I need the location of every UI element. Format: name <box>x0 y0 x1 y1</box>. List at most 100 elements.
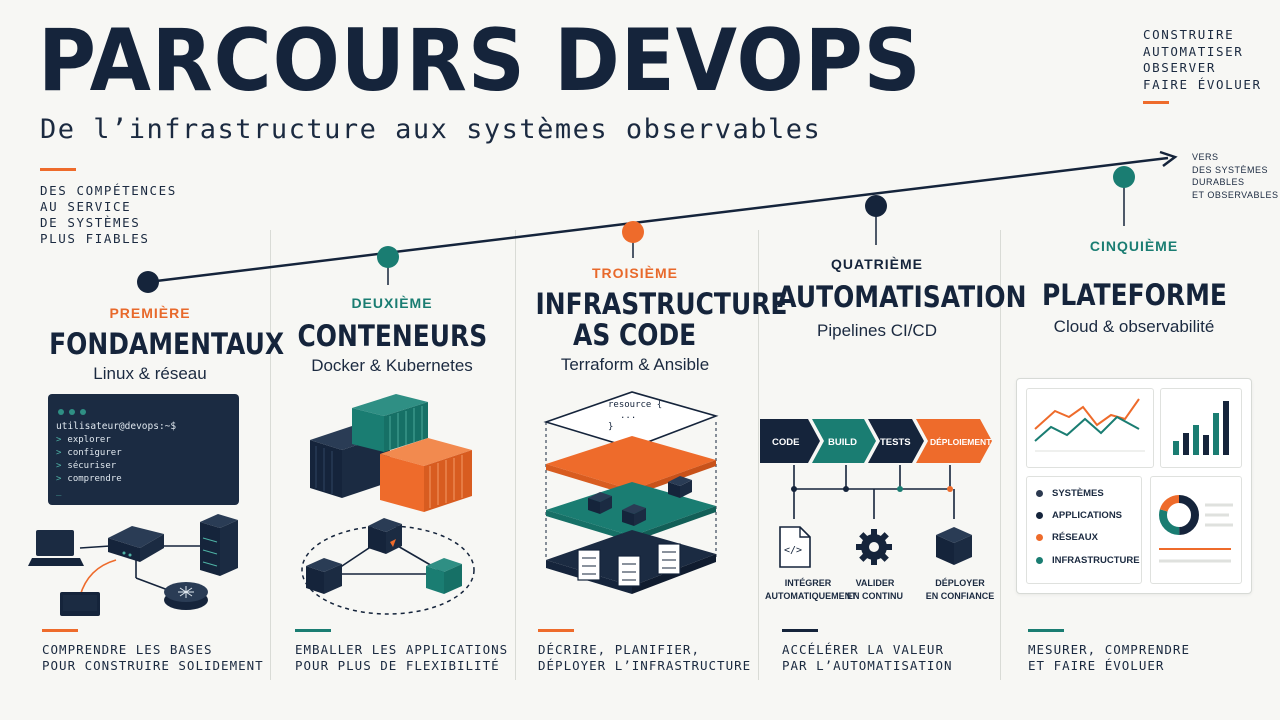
step-label-line: VALIDER <box>855 578 895 588</box>
stage-5-description: MESURER, COMPRENDRE ET FAIRE ÉVOLUER <box>1028 642 1190 674</box>
page-title: PARCOURS DEVOPS <box>38 11 922 111</box>
stage-4-description: ACCÉLÉRER LA VALEUR PAR L’AUTOMATISATION <box>782 642 953 674</box>
cube-icon <box>936 527 972 565</box>
donut-chart-icon <box>1159 495 1233 563</box>
motto-accent <box>1143 101 1169 104</box>
legend-card <box>1026 476 1142 584</box>
line-chart-icon <box>1034 398 1145 452</box>
router-icon <box>164 582 208 610</box>
kubernetes-cluster-icon <box>301 518 475 615</box>
motto: CONSTRUIRE AUTOMATISER OBSERVER FAIRE ÉV… <box>1143 27 1262 93</box>
terminal-command: >sécuriser <box>56 461 117 471</box>
terminal-window: utilisateur@devops:~$ >explorer >configu… <box>48 394 239 505</box>
stage-accent <box>1028 629 1064 632</box>
pipeline-step-label: VALIDER EN CONTINU <box>840 577 910 603</box>
timeline-line <box>147 156 1169 284</box>
stage-subtitle: Cloud & observabilité <box>1053 317 1215 336</box>
timeline-node-5 <box>1113 166 1135 188</box>
stage-accent <box>538 629 574 632</box>
stage-5-header: CINQUIÈME PLATEFORME Cloud & observabili… <box>1014 238 1254 337</box>
arrow-note-line: DURABLES <box>1192 177 1245 187</box>
network-switch-icon <box>108 526 164 562</box>
description-line: ET FAIRE ÉVOLUER <box>1028 658 1165 673</box>
stage-title-line: AS CODE <box>573 318 697 352</box>
gear-icon <box>856 529 892 565</box>
stage-title: PLATEFORME <box>1041 278 1227 312</box>
tagline-line: DES COMPÉTENCES <box>40 183 177 198</box>
code-line: ... <box>620 411 636 421</box>
column-divider <box>758 230 759 680</box>
pipeline-step-code <box>760 419 820 463</box>
stage-ordinal: TROISIÈME <box>591 265 678 281</box>
arrow-note: VERS DES SYSTÈMES DURABLES ET OBSERVABLE… <box>1192 151 1279 201</box>
legend-item: APPLICATIONS <box>1036 510 1122 521</box>
terminal-command: >configurer <box>56 448 122 458</box>
description-line: MESURER, COMPRENDRE <box>1028 642 1190 657</box>
stage-ordinal: QUATRIÈME <box>831 256 923 272</box>
legend-item: SYSTÈMES <box>1036 488 1104 499</box>
stage-ordinal: CINQUIÈME <box>1089 238 1179 254</box>
timeline-node-4 <box>865 195 887 217</box>
motto-line: FAIRE ÉVOLUER <box>1143 76 1262 92</box>
step-label-line: DÉPLOYER <box>935 578 985 588</box>
terminal-prompt: utilisateur@devops:~$ <box>56 421 177 432</box>
bar-chart-icon <box>1173 401 1229 455</box>
page-subtitle: De l’infrastructure aux systèmes observa… <box>40 114 822 145</box>
stage-1-header: PREMIÈRE FONDAMENTAUX Linux & réseau <box>30 305 284 384</box>
server-icon <box>588 476 692 526</box>
pipeline-label: TESTS <box>880 437 911 448</box>
terminal-command: >explorer <box>56 435 111 445</box>
timeline-node-1 <box>137 271 159 293</box>
pipeline-label: BUILD <box>828 437 857 448</box>
code-line: } <box>608 422 613 432</box>
code-line: resource { <box>608 400 662 410</box>
pipeline-label: CODE <box>772 437 799 448</box>
stage-subtitle: Terraform & Ansible <box>560 355 710 374</box>
description-line: POUR PLUS DE FLEXIBILITÉ <box>295 658 500 673</box>
accent-divider <box>40 168 76 171</box>
bar-chart-card <box>1160 388 1242 468</box>
pipeline-step-build <box>812 419 876 463</box>
arrow-note-line: DES SYSTÈMES <box>1192 164 1269 175</box>
column-divider <box>515 230 516 680</box>
layered-infrastructure-icon: resource { ... } <box>543 391 719 594</box>
step-label-line: EN CONTINU <box>847 591 903 601</box>
terminal-command: >comprendre <box>56 474 122 484</box>
description-line: PAR L’AUTOMATISATION <box>782 658 953 673</box>
terminal-cursor: _ <box>56 487 62 497</box>
tagline-line: DE SYSTÈMES <box>40 215 141 230</box>
stage-4-header: QUATRIÈME AUTOMATISATION Pipelines CI/CD <box>757 256 1026 341</box>
description-line: COMPRENDRE LES BASES <box>42 642 213 657</box>
pipeline-step-tests <box>868 419 924 463</box>
column-divider <box>1000 230 1001 680</box>
motto-line: OBSERVER <box>1143 60 1217 75</box>
stage-title: FONDAMENTAUX <box>49 327 285 361</box>
legend-item: INFRASTRUCTURE <box>1036 555 1140 566</box>
step-label-line: EN CONFIANCE <box>925 591 995 601</box>
tagline-line: PLUS FIABLES <box>40 231 150 246</box>
pipeline-step-label: DÉPLOYER EN CONFIANCE <box>920 577 1000 603</box>
pipeline-branches: </> <box>779 465 972 568</box>
stage-subtitle: Docker & Kubernetes <box>311 356 473 375</box>
stage-ordinal: DEUXIÈME <box>351 295 433 311</box>
description-line: DÉPLOYER L’INFRASTRUCTURE <box>538 658 752 673</box>
timeline-arrowhead <box>1159 150 1178 167</box>
pipeline-step-label: INTÉGRER AUTOMATIQUEMENT <box>765 577 857 603</box>
network-illustration <box>28 514 238 616</box>
server-rack-icon <box>200 514 238 576</box>
arrow-note-line: VERS <box>1192 152 1219 162</box>
description-line: DÉCRIRE, PLANIFIER, <box>538 642 700 657</box>
motto-line: AUTOMATISER <box>1143 43 1244 59</box>
pipeline-step-deploy <box>916 419 992 463</box>
stage-subtitle: Pipelines CI/CD <box>817 321 937 340</box>
description-line: ACCÉLÉRER LA VALEUR <box>782 642 944 657</box>
code-file-icon: </> <box>779 526 811 568</box>
line-chart-card <box>1026 388 1154 468</box>
column-divider <box>270 230 271 680</box>
stage-1-description: COMPRENDRE LES BASES POUR CONSTRUIRE SOL… <box>42 642 264 674</box>
stage-subtitle: Linux & réseau <box>93 364 207 383</box>
description-line: POUR CONSTRUIRE SOLIDEMENT <box>42 658 264 673</box>
stage-3-header: TROISIÈME INFRASTRUCTURE AS CODE Terrafo… <box>515 265 788 375</box>
stage-2-header: DEUXIÈME CONTENEURS Docker & Kubernetes <box>272 295 512 376</box>
